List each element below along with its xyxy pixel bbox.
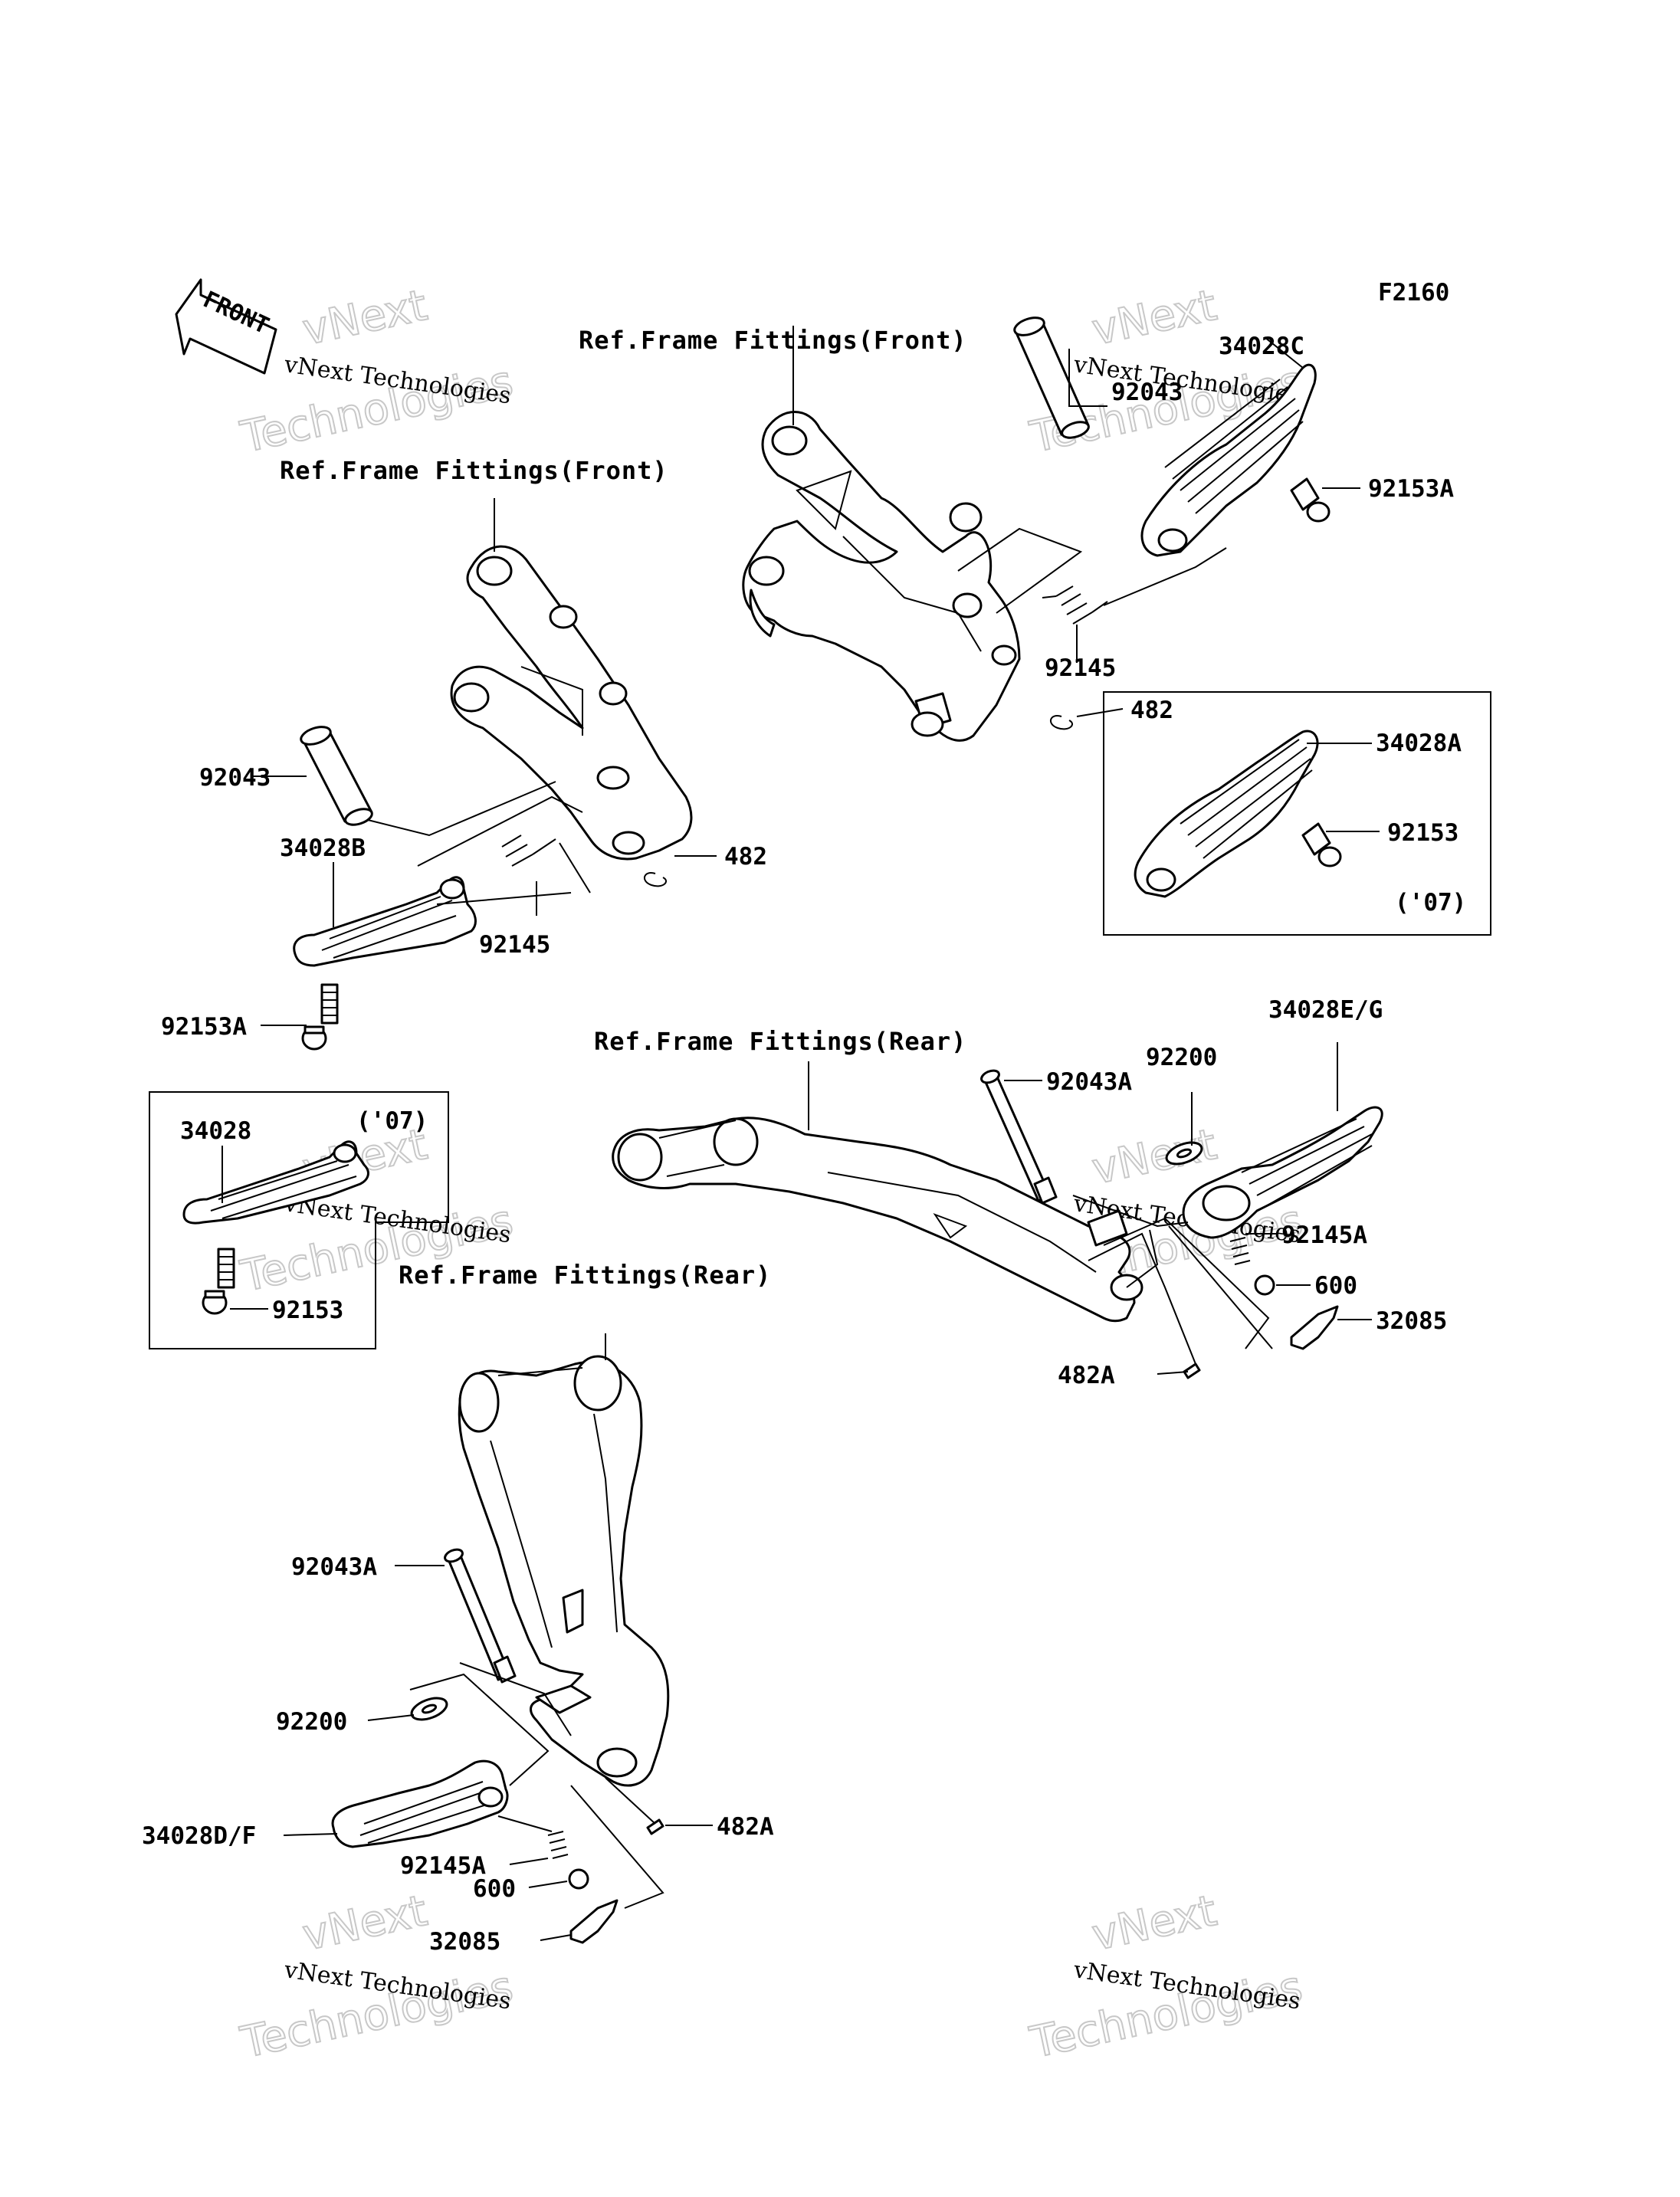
spring-92145-top [1042, 585, 1108, 625]
front-right-bracket [742, 411, 1021, 742]
washer-92200-right [1165, 1141, 1203, 1166]
callout-07-box1: ('07) [1395, 889, 1466, 917]
callout-482A-right: 482A [1058, 1362, 1115, 1389]
bolt-92153A-top [1290, 477, 1331, 523]
callout-34028DF: 34028D/F [142, 1822, 256, 1850]
callout-92145-left: 92145 [479, 931, 550, 959]
plate-32085-left [569, 1899, 619, 1944]
callout-92200-right: 92200 [1146, 1044, 1217, 1071]
svg-text:vNext: vNext [1088, 1120, 1221, 1195]
box-07-footpeg-34028A [1103, 691, 1491, 936]
svg-text:vNext: vNext [1088, 280, 1221, 356]
washer-92200-left [410, 1697, 448, 1721]
callout-32085-right: 32085 [1376, 1307, 1447, 1335]
pin-92043A-left [444, 1548, 517, 1684]
bolt-92153-box2 [202, 1248, 235, 1315]
ref-frame-fittings-front-upper: Ref.Frame Fittings(Front) [579, 326, 967, 355]
callout-34028EG: 34028E/G [1268, 996, 1383, 1024]
pin-92043-left [300, 726, 373, 826]
callout-92043A-right: 92043A [1046, 1068, 1132, 1096]
diagram-code: F2160 [1378, 279, 1449, 307]
clip-482A-right [1183, 1362, 1201, 1379]
ref-frame-fittings-front-left: Ref.Frame Fittings(Front) [280, 456, 668, 485]
callout-600-left: 600 [473, 1875, 516, 1903]
clip-482A-left [646, 1818, 664, 1835]
watermark-bottom-left: vNext Technologies vNext Technologies [235, 1885, 517, 2069]
leader-92043-top [1068, 349, 1107, 407]
box-07-footpeg-34028 [149, 1091, 449, 1349]
rear-left-bracket [458, 1355, 670, 1787]
footpeg-34028A [1134, 730, 1342, 898]
callout-92043-top: 92043 [1111, 379, 1183, 406]
svg-text:vNext: vNext [298, 280, 431, 356]
footpeg-34028C [1140, 363, 1317, 557]
callout-92153-box2: 92153 [272, 1297, 343, 1324]
ref-frame-fittings-rear-lower: Ref.Frame Fittings(Rear) [399, 1261, 771, 1290]
clip-482-left [644, 872, 667, 887]
callout-34028B: 34028B [280, 835, 366, 862]
callout-07-box2: ('07) [356, 1107, 428, 1135]
callout-482-left: 482 [724, 843, 767, 871]
front-arrow-icon: FRONT [175, 278, 277, 375]
callout-92145A-left: 92145A [400, 1852, 486, 1880]
callout-92153-box1: 92153 [1387, 819, 1459, 847]
front-left-bracket [450, 545, 693, 861]
callout-34028C: 34028C [1219, 333, 1304, 360]
pin-92043A-right [980, 1069, 1058, 1205]
clip-482-top [1050, 715, 1073, 730]
spring-92145-left [501, 835, 556, 867]
callout-482-top: 482 [1130, 697, 1173, 724]
callout-34028-box2: 34028 [180, 1117, 251, 1145]
callout-92200-left: 92200 [276, 1708, 347, 1736]
ball-600-left [568, 1868, 589, 1890]
svg-text:vNext: vNext [298, 1886, 431, 1961]
watermark-bottom-right: vNext Technologies vNext Technologies [1025, 1885, 1307, 2069]
ball-600-right [1254, 1274, 1275, 1296]
watermark-top-left: vNext Technologies vNext Technologies [235, 280, 517, 464]
footpeg-34028B [293, 876, 477, 967]
callout-92145A-right: 92145A [1281, 1221, 1367, 1249]
plate-32085-right [1290, 1305, 1339, 1350]
ref-frame-fittings-rear-upper: Ref.Frame Fittings(Rear) [594, 1027, 966, 1056]
footpeg-34028 [182, 1140, 369, 1225]
callout-32085-left: 32085 [429, 1928, 500, 1956]
callout-34028A: 34028A [1376, 730, 1462, 757]
footpeg-34028DF [331, 1759, 509, 1848]
bolt-92153A-left [301, 983, 339, 1051]
footpeg-34028EG [1182, 1106, 1383, 1239]
callout-92153A-top: 92153A [1368, 475, 1454, 503]
callout-92043A-left: 92043A [291, 1553, 377, 1581]
rear-right-bracket [612, 1117, 1144, 1323]
callout-92043-left: 92043 [199, 764, 271, 792]
callout-92153A-left: 92153A [161, 1013, 247, 1041]
svg-text:vNext: vNext [1088, 1886, 1221, 1961]
callout-92145-top: 92145 [1045, 654, 1116, 682]
callout-482A-left: 482A [717, 1813, 774, 1841]
callout-600-right: 600 [1314, 1272, 1357, 1300]
spring-92145A-left [547, 1831, 569, 1859]
spring-92145A-right [1229, 1237, 1251, 1265]
